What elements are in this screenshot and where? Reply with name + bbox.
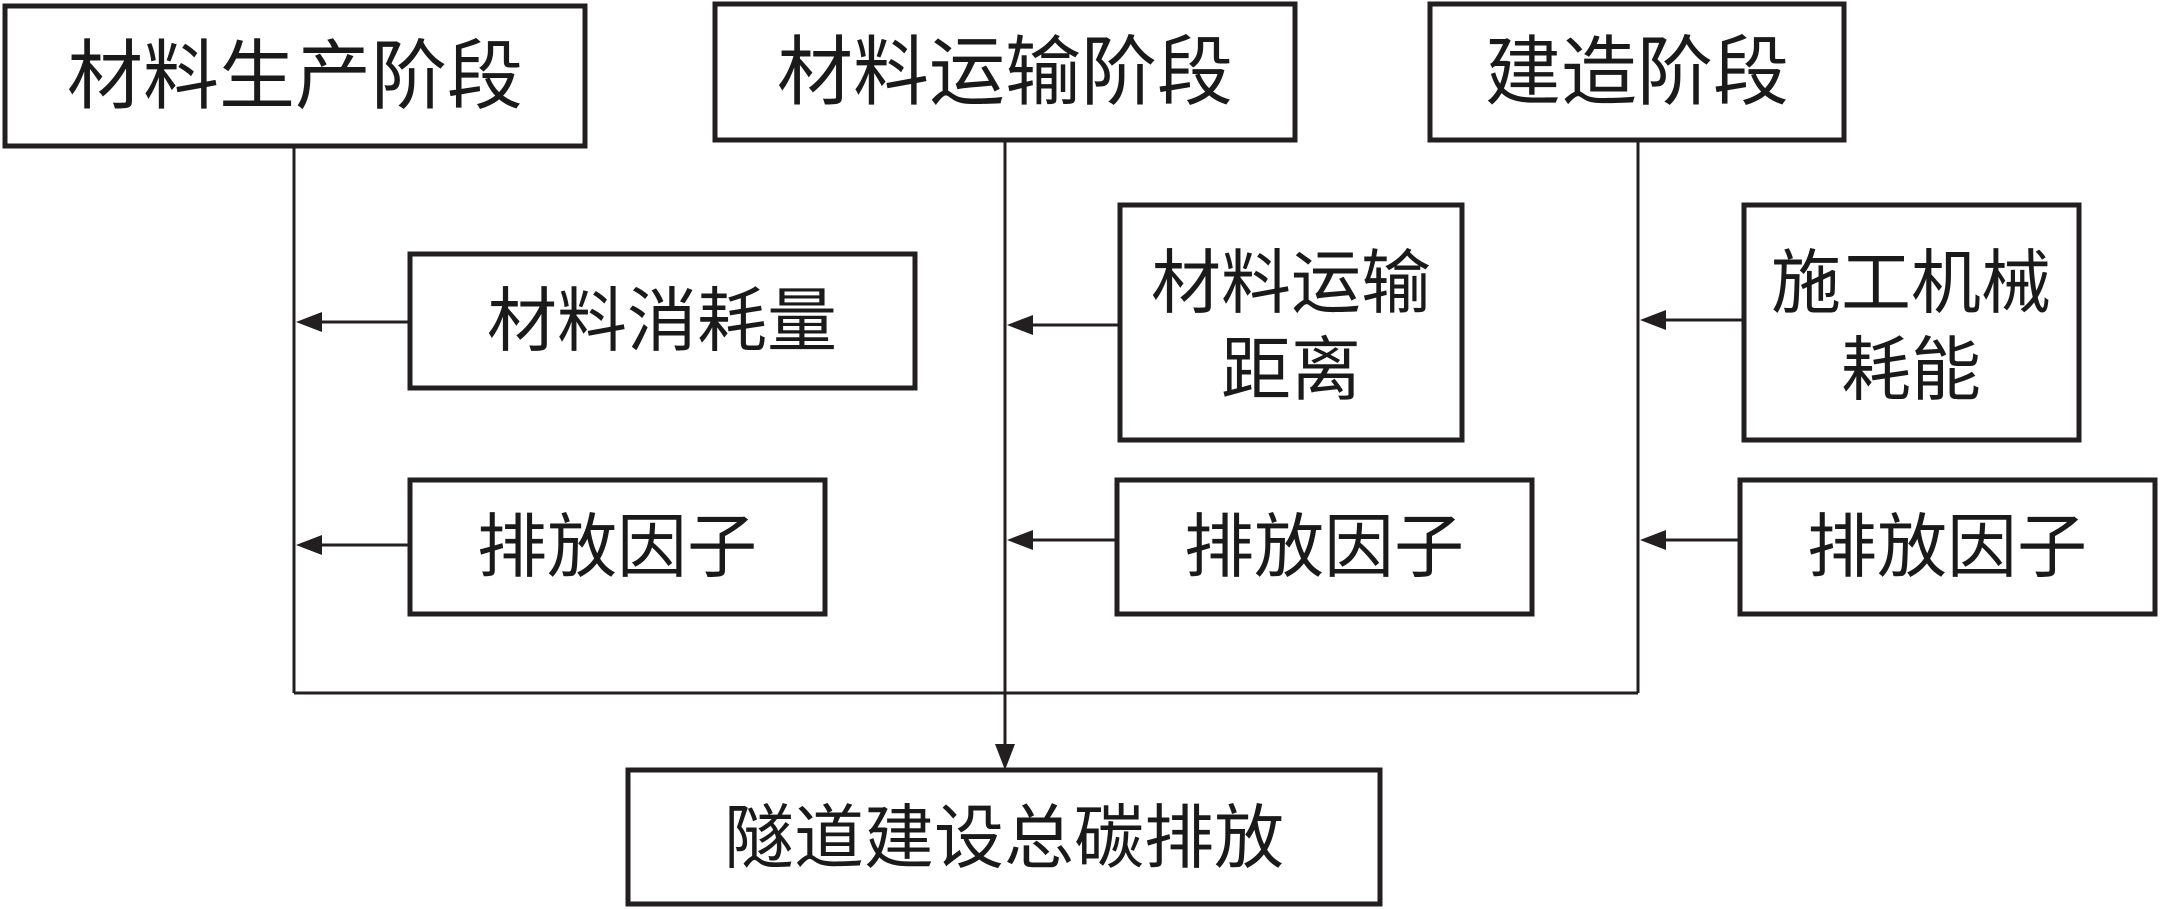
input-transport-distance-box <box>1117 202 1465 443</box>
stage-production-box <box>2 3 588 149</box>
input-material-consumption: 材料消耗量 <box>407 251 918 391</box>
stage-transport: 材料运输阶段 <box>712 1 1298 143</box>
stage-construction-box <box>1427 1 1847 143</box>
stage-construction: 建造阶段 <box>1427 1 1847 143</box>
input-machinery-energy-line2: 耗能 <box>1841 329 1981 411</box>
input-material-consumption-box <box>407 251 918 391</box>
result-total-emission: 隧道建设总碳排放 <box>625 767 1383 907</box>
stage-transport-box <box>712 1 1298 143</box>
input-construction-factor-box <box>1737 477 2158 617</box>
input-production-factor: 排放因子 <box>407 477 828 617</box>
stage-construction-label: 建造阶段 <box>1485 28 1789 117</box>
result-total-emission-label: 隧道建设总碳排放 <box>724 797 1284 879</box>
result-total-emission-box <box>625 767 1383 907</box>
input-machinery-energy-line1: 施工机械 <box>1771 242 2051 324</box>
input-transport-distance-line2: 距离 <box>1221 329 1361 411</box>
input-construction-factor-label: 排放因子 <box>1807 506 2087 588</box>
arrowhead-icon <box>296 535 322 555</box>
input-transport-factor-box <box>1114 477 1535 617</box>
input-material-consumption-label: 材料消耗量 <box>487 280 837 362</box>
stage-production: 材料生产阶段 <box>2 3 588 149</box>
input-transport-factor-label: 排放因子 <box>1184 506 1464 588</box>
input-production-factor-label: 排放因子 <box>477 506 757 588</box>
input-machinery-energy-box <box>1741 202 2082 443</box>
stage-production-label: 材料生产阶段 <box>67 32 523 121</box>
arrowhead-icon <box>1007 530 1033 550</box>
arrowhead-icon <box>1640 530 1666 550</box>
input-production-factor-box <box>407 477 828 617</box>
input-transport-distance-line1: 材料运输 <box>1151 242 1431 324</box>
arrowhead-icon <box>296 312 322 332</box>
stage-transport-label: 材料运输阶段 <box>777 28 1233 117</box>
connectors <box>292 140 1742 770</box>
input-construction-factor: 排放因子 <box>1737 477 2158 617</box>
input-transport-factor: 排放因子 <box>1114 477 1535 617</box>
arrowhead-icon <box>1640 310 1666 330</box>
arrowhead-icon <box>995 744 1015 770</box>
arrowhead-icon <box>1007 315 1033 335</box>
input-machinery-energy: 施工机械 耗能 <box>1741 202 2082 443</box>
input-transport-distance: 材料运输 距离 <box>1117 202 1465 443</box>
